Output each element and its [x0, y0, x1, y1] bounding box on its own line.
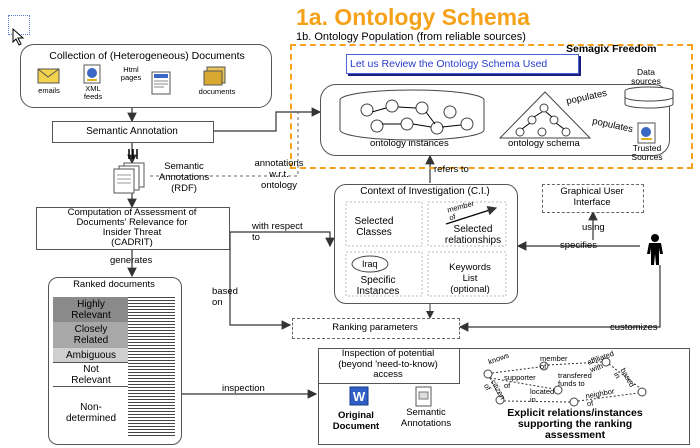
ontology-instances-label: ontology instances: [370, 138, 449, 149]
ontology-graphics: [339, 89, 592, 141]
rank-closely-related: Closely Related: [53, 322, 129, 348]
specifies-label: specifies: [560, 240, 597, 251]
inspection-title: Inspection of potential (beyond 'need-to…: [338, 348, 438, 380]
graph-label: member of: [540, 354, 568, 371]
specific-instances-label: Specific Instances: [356, 275, 400, 297]
semantic-annotation-box: [52, 121, 214, 143]
gui-label: Graphical User Interface: [560, 186, 624, 208]
rank-not-relevant: Not Relevant: [53, 362, 129, 387]
rank-non-determined: Non- determined: [53, 386, 129, 439]
iraq-label: Iraq: [362, 259, 378, 269]
page-subtitle: 1b. Ontology Population (from reliable s…: [296, 31, 526, 43]
gui-box: [542, 184, 644, 213]
graph-label: supporter of: [504, 373, 536, 390]
cadrit-box: [36, 207, 230, 250]
explicit-relations-label: Explicit relations/instances supporting …: [507, 407, 643, 441]
inspection-label: inspection: [222, 383, 265, 394]
rank-label: Highly Relevant: [71, 298, 111, 321]
relation-graph: [483, 357, 647, 407]
with-respect-to-label: with respect to: [252, 221, 303, 243]
selected-classes-label: Selected Classes: [354, 216, 394, 238]
graph-label: located in: [530, 387, 555, 404]
rank-ambiguous: Ambiguous: [53, 348, 129, 362]
annotation-doc-icon: [415, 386, 432, 407]
generates-label: generates: [110, 255, 153, 266]
rank-label: Ambiguous: [65, 349, 117, 361]
envelope-icon: [37, 68, 60, 84]
based-on-label: based on: [212, 286, 238, 308]
annotation-arrows-icon: [128, 149, 138, 159]
document-collection-box: [20, 44, 272, 108]
doc-type-label: XML feeds: [83, 84, 103, 101]
selected-relationships-label: Selected relationships: [444, 224, 502, 246]
document-icons: emails XML feeds Html pages documents: [37, 64, 259, 101]
graph-label: transfered funds to: [558, 371, 592, 388]
original-document-label: Original Document: [332, 410, 380, 432]
document-collection-heading: Collection of (Heterogeneous) Documents: [49, 50, 245, 62]
rdf-label: Semantic Annotations (RDF): [158, 161, 210, 194]
trusted-sources-label: Trusted Sources: [631, 143, 663, 162]
documents-icon: [203, 66, 226, 86]
xml-feed-icon: [83, 64, 101, 84]
inspection-title-box: [318, 348, 460, 384]
semagix-region: [290, 44, 693, 169]
html-page-icon: [151, 71, 171, 95]
using-label: using: [582, 222, 605, 233]
rdf-documents-icon: [113, 162, 145, 194]
ontology-schema-label: ontology schema: [508, 138, 580, 149]
rank-label: Non- determined: [65, 402, 117, 424]
doc-type-label: Html pages: [120, 65, 142, 82]
doc-type-label: documents: [198, 87, 236, 96]
ranking-parameters-label: Ranking parameters: [332, 322, 418, 333]
svg-text:W: W: [353, 389, 366, 404]
rank-label: Closely Related: [73, 324, 109, 346]
person-icon: [647, 234, 663, 265]
word-document-icon: W: [349, 386, 369, 406]
context-box: [334, 184, 518, 304]
refers-to-label: refers to: [434, 164, 469, 175]
doc-type-label: emails: [38, 86, 60, 95]
context-title: Context of Investigation (C.I.): [360, 186, 490, 197]
ranked-stripes: [128, 297, 175, 438]
system-label: Semagix Freedom: [566, 43, 657, 55]
cadrit-label: Computation of Assessment of Documents' …: [67, 207, 197, 248]
ranked-documents-heading: Ranked documents: [73, 279, 155, 290]
trusted-source-icon: [637, 122, 656, 144]
context-puzzle: [345, 201, 507, 297]
semantic-annotations-label: Semantic Annotations: [400, 407, 452, 429]
page-title: 1a. Ontology Schema: [296, 4, 530, 30]
database-icon: [624, 86, 674, 109]
rank-label: Not Relevant: [71, 364, 111, 386]
cursor-icon: [12, 28, 25, 46]
semantic-annotation-label: Semantic Annotation: [86, 126, 178, 137]
customizes-label: customizes: [610, 322, 658, 333]
data-sources-label: Data sources: [631, 67, 661, 86]
keywords-label: Keywords List (optional): [449, 262, 491, 295]
ranking-parameters-box: [292, 318, 460, 339]
review-tooltip[interactable]: Let us Review the Ontology Schema Used: [346, 54, 579, 74]
annotations-wrt-label: annotations w.r.t. ontology: [254, 158, 304, 191]
rank-highly-relevant: Highly Relevant: [53, 297, 129, 322]
